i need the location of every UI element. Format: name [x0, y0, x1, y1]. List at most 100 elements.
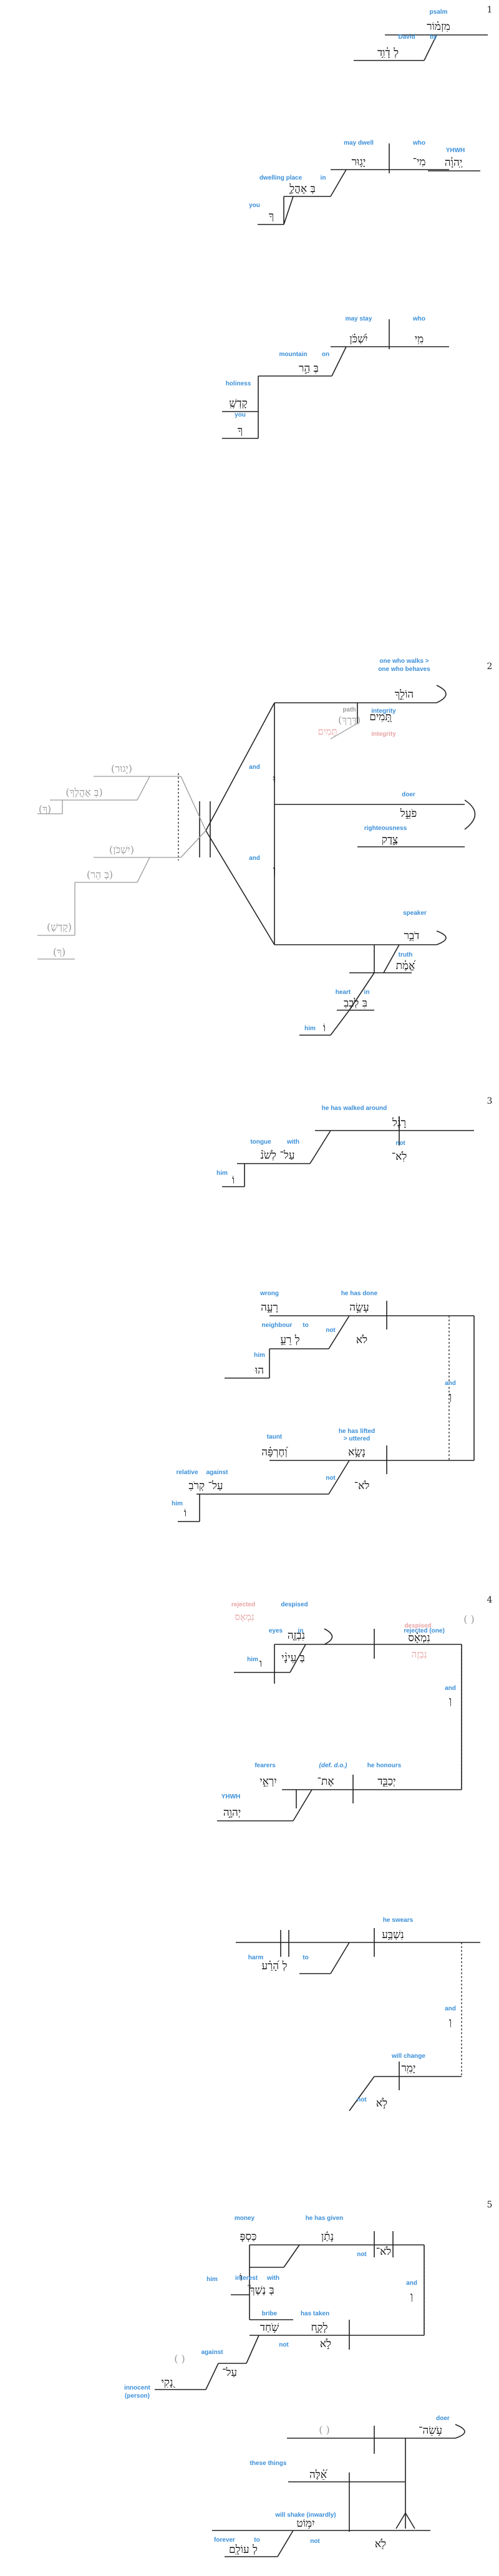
gloss-label: eyes	[269, 1628, 283, 1634]
hebrew-word: לָקָ֑ח	[311, 2322, 327, 2334]
gloss-label: forever	[214, 2537, 235, 2544]
hebrew-word: אֱ֝מֶ֗ת	[396, 960, 416, 972]
ghost-word: (ךָ)	[53, 946, 65, 958]
hebrew-word: יָמִֽר	[402, 2062, 416, 2075]
gloss-label: holiness	[226, 380, 251, 387]
gloss-label: fearers	[254, 1762, 276, 1769]
gloss-label: not	[279, 2342, 289, 2348]
gloss-label: will change	[391, 2053, 425, 2060]
gloss-label: not	[357, 2096, 367, 2103]
gloss-label: to	[303, 1322, 308, 1329]
gloss-label: these things	[250, 2460, 287, 2467]
hebrew-words: מִזְמ֗וֹר לְ דָ֫וִ֥ד יְֽהוָ֗ה מִי־ יָג֥ו…	[161, 21, 462, 2556]
hebrew-word: אֶת־	[317, 1775, 334, 1788]
gloss-label: he has lifted	[339, 1428, 375, 1435]
ghost-word: נִמְאָס	[235, 1611, 254, 1623]
verse-number: 1	[487, 5, 493, 15]
gloss-label: he has done	[341, 1290, 378, 1297]
gloss-label: him	[247, 1656, 258, 1663]
gloss-label: heart	[336, 989, 351, 996]
ghost-gloss: path	[342, 707, 356, 713]
gloss-label: will shake (inwardly)	[274, 2512, 336, 2519]
gloss-label: by	[430, 34, 437, 41]
gloss-label: him	[254, 1352, 265, 1359]
ghost-word: ( )	[174, 2353, 185, 2365]
hebrew-word: רָגַ֨ל	[392, 1117, 406, 1129]
hebrew-word: וֹ	[323, 1022, 326, 1035]
ghost-lines	[37, 723, 358, 960]
ghost-gloss: despised	[404, 1623, 431, 1629]
hebrew-word: יִ֝שְׁכֹּ֗ן	[349, 333, 367, 345]
hebrew-word: עַל־ קְרֹבֽ	[188, 1480, 223, 1492]
hebrew-word: הוּ	[254, 1364, 264, 1377]
ghost-word: (יִשְׁכֹּן)	[109, 844, 134, 856]
hebrew-word: נִבְזֶ֤ה	[288, 1629, 305, 1642]
hebrew-word: בְּ נֶשֶׁךְ֮	[248, 2284, 274, 2297]
hebrew-word: וֹ	[184, 1507, 187, 1520]
hebrew-word: יִמּ֥וֹט	[296, 2517, 314, 2530]
gloss-label: not	[395, 1140, 405, 1147]
gloss-label: YHWH	[446, 147, 465, 154]
ghost-word: (ךָ)	[39, 803, 51, 815]
hebrew-word: נָשָׂ֥א	[348, 1446, 366, 1459]
gloss-label: may dwell	[344, 140, 374, 147]
gloss-label: harm	[248, 1954, 264, 1961]
gloss-label: doer	[402, 791, 415, 798]
gloss-label: tongue	[250, 1139, 271, 1146]
hebrew-word: וְ	[273, 864, 276, 877]
hebrew-word: וְ֝חֶרְפָּ֗ה	[261, 1446, 288, 1459]
hebrew-word: לֹא	[356, 1334, 367, 1346]
gloss-label: you	[235, 412, 246, 418]
hebrew-word: אֵ֝֗לֶּה	[309, 2469, 327, 2481]
gloss-label: may stay	[346, 316, 372, 322]
verse-number: 2	[487, 662, 493, 672]
hebrew-word: לְ עוֹלָֽם	[229, 2544, 258, 2556]
gloss-label: to	[303, 1954, 308, 1961]
gloss-label: righteousness	[364, 825, 407, 832]
gloss-label: against	[206, 1469, 228, 1476]
gloss-label: despised	[281, 1601, 308, 1608]
gloss-label: he swears	[383, 1917, 414, 1924]
hebrew-word: וְ	[449, 1391, 452, 1403]
ghost-word: נִבְזֶה	[412, 1649, 427, 1660]
hebrew-word: וּ	[273, 773, 276, 786]
gloss-label: psalm	[430, 9, 448, 16]
gloss-label: and	[445, 1380, 456, 1387]
hebrew-word: לְ רֵעֵ֣	[280, 1334, 299, 1346]
hebrew-word: לֹ֣א	[376, 2097, 387, 2110]
gloss-label: to	[254, 2537, 259, 2544]
gloss-label: not	[357, 2251, 367, 2258]
pink-ghost-words: תָּמִים integrity rejected נִמְאָס despi…	[231, 726, 432, 1660]
gloss-label: and	[249, 855, 260, 862]
gloss-label: neighbour	[262, 1322, 293, 1329]
ghost-words: path (דֶּרֶךְ) (יָגוּר) (בְּ אָהֳלֶךָ) (…	[39, 707, 475, 2436]
hebrew-word: לְ דָ֫וִ֥ד	[377, 47, 399, 59]
ghost-word: (קָדְשֶׁ)	[47, 921, 72, 933]
hebrew-word: עֹ֥שֵׂה־	[419, 2424, 442, 2437]
verse-number: 4	[487, 1595, 493, 1605]
hebrew-word: מִזְמ֗וֹר	[427, 21, 450, 33]
gloss-label: bribe	[262, 2310, 278, 2317]
gloss-label: on	[322, 351, 329, 358]
gloss-label: him	[206, 2276, 218, 2283]
ghost-word: (בְּ אָהֳלֶךָ)	[65, 786, 102, 798]
gloss-label: speaker	[403, 910, 427, 917]
hebrew-word: וְ	[449, 2016, 452, 2028]
gloss-label: not	[310, 2538, 320, 2545]
gloss-label: you	[249, 202, 260, 209]
gloss-label: rejected (one)	[404, 1628, 445, 1634]
hebrew-word: לֹ֣א	[320, 2338, 331, 2350]
gloss-label: he has given	[306, 2215, 344, 2222]
ghost-word: תָּמִים	[317, 726, 337, 737]
hebrew-word: כַּסְפּ֤	[240, 2231, 257, 2243]
gloss-label: he has walked around	[322, 1105, 387, 1112]
hebrew-word: לֹא־	[354, 1480, 370, 1492]
hebrew-word: נָ֭קִי	[161, 2376, 175, 2389]
hebrew-word: עָשָׂ֣ה	[349, 1301, 369, 1314]
gloss-label: has taken	[301, 2310, 329, 2317]
gloss-label: against	[201, 2349, 223, 2356]
gloss-label: not	[326, 1475, 336, 1482]
hebrew-word: פֹעֵ֣ל	[400, 808, 417, 820]
gloss-label: (person)	[125, 2393, 150, 2400]
hebrew-word: שֹׁ֥חַד	[260, 2322, 279, 2334]
